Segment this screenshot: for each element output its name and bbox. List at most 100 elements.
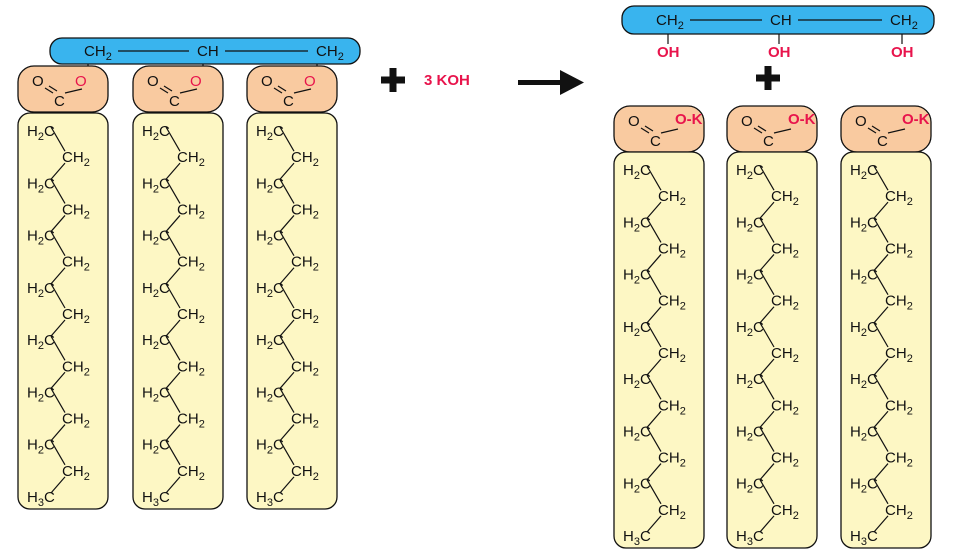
chain-bond: [50, 283, 66, 309]
ch2-label: CH2: [885, 397, 913, 417]
h2c-label: H2C: [736, 371, 764, 391]
chain-bond: [873, 374, 889, 400]
chain-bond: [646, 515, 662, 533]
head-box: [132, 65, 224, 113]
ch2-label: CH2: [658, 240, 686, 260]
h2c-label: H2C: [27, 384, 55, 404]
o-k-label: O-K: [902, 111, 930, 128]
chain-bond: [50, 178, 66, 204]
chain-bond: [759, 358, 775, 376]
h2c-label: H2C: [142, 123, 170, 143]
h2c-label: H2C: [142, 437, 170, 457]
double-bond: [273, 87, 283, 94]
chain-bond: [165, 231, 181, 257]
h2c-label: H2C: [27, 280, 55, 300]
ch2-label: CH2: [885, 240, 913, 260]
chain-bond: [759, 410, 775, 428]
chain-bond: [279, 335, 295, 361]
h2c-label: H2C: [256, 384, 284, 404]
h2c-label: H2C: [850, 267, 878, 287]
chain-bond: [50, 424, 66, 442]
h2c-label: H3C: [736, 528, 764, 548]
ch2-label: CH2: [291, 149, 319, 169]
ch2-label: CH2: [885, 345, 913, 365]
chain-bond: [165, 371, 181, 389]
ch2-label: CH2: [62, 306, 90, 326]
h2c-label: H2C: [850, 371, 878, 391]
fatty-acid-chain: H2CCH2H2CCH2H2CCH2H2CCH2H2CCH2H2CCH2H2CC…: [840, 151, 932, 549]
h2c-label: H2C: [850, 214, 878, 234]
chain-bond: [873, 358, 889, 376]
h2c-label: H2C: [850, 423, 878, 443]
plus-sign: [756, 66, 780, 90]
chain-bond: [873, 427, 889, 452]
carbonyl-oxygen-label: O: [261, 73, 273, 90]
ch2-label: CH2: [84, 43, 112, 63]
h2c-label: H2C: [623, 267, 651, 287]
hydroxyl-label: OH: [768, 44, 791, 61]
double-bond: [753, 127, 763, 134]
h2c-label: H2C: [623, 371, 651, 391]
ch2-label: CH2: [771, 293, 799, 313]
fatty-acid-chain: H2CCH2H2CCH2H2CCH2H2CCH2H2CCH2H2CCH2H2CC…: [246, 112, 338, 510]
h2c-label: H2C: [850, 476, 878, 496]
chain-bond: [165, 162, 181, 180]
h2c-label: H2C: [142, 332, 170, 352]
chain-bond: [759, 306, 775, 324]
ch2-label: CH2: [62, 201, 90, 221]
backbone-bar: [621, 5, 935, 35]
h2c-label: H2C: [142, 175, 170, 195]
chain-bond: [279, 215, 295, 232]
ch2-label: CH2: [177, 201, 205, 221]
ch2-label: CH2: [771, 450, 799, 470]
chain-bond: [50, 162, 66, 180]
chain-bond: [646, 254, 662, 271]
ester-oxygen-label: O: [75, 73, 87, 90]
double-bond: [277, 85, 287, 92]
ch2-label: CH2: [890, 12, 918, 32]
chain-bond: [279, 267, 295, 285]
chain-box: [613, 151, 705, 549]
ch2-label: CH2: [658, 345, 686, 365]
double-bond: [48, 85, 58, 92]
chain-bond: [646, 270, 662, 296]
chain-bond: [279, 283, 295, 309]
chain-bond: [759, 201, 775, 219]
h2c-label: H2C: [142, 228, 170, 248]
chain-bond: [279, 319, 295, 337]
ch2-label: CH2: [291, 254, 319, 274]
h2c-label: H2C: [623, 476, 651, 496]
chain-bond: [646, 217, 662, 243]
h2c-label: H3C: [256, 489, 284, 509]
chain-bond: [873, 270, 889, 296]
o-k-label: O-K: [788, 111, 816, 128]
chain-bond: [165, 267, 181, 285]
ch2-label: CH2: [885, 450, 913, 470]
h2c-label: H2C: [736, 162, 764, 182]
h2c-label: H2C: [27, 228, 55, 248]
chain-box: [246, 112, 338, 510]
h2c-label: H3C: [142, 489, 170, 509]
ch2-label: CH2: [177, 463, 205, 483]
ch2-label: CH2: [177, 254, 205, 274]
double-bond: [640, 127, 650, 134]
h2c-label: H2C: [850, 319, 878, 339]
chain-bond: [759, 254, 775, 271]
ch2-label: CH2: [177, 411, 205, 431]
carbon-label: C: [877, 133, 888, 150]
plus-v: [764, 66, 772, 90]
chain-bond: [646, 463, 662, 481]
chain-bond: [279, 162, 295, 180]
h2c-label: H2C: [27, 123, 55, 143]
chain-bond: [279, 126, 295, 152]
double-bond: [159, 87, 169, 94]
chain-bond: [873, 463, 889, 481]
chain-bond: [165, 215, 181, 232]
